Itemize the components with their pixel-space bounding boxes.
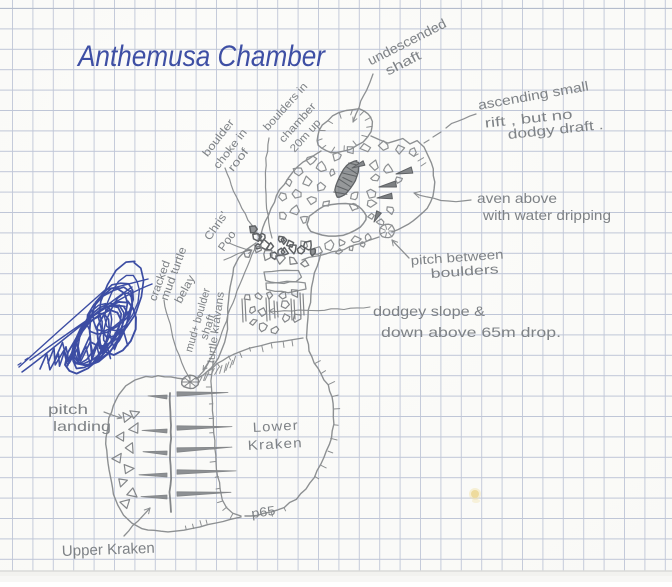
svg-text:p65: p65 [250, 503, 276, 521]
svg-text:dodgey slope &: dodgey slope & [373, 303, 486, 319]
svg-text:with water dripping: with water dripping [482, 207, 611, 223]
svg-text:Kraken: Kraken [247, 435, 303, 453]
svg-text:boulders: boulders [430, 261, 500, 281]
svg-text:Lower: Lower [252, 418, 299, 435]
svg-text:landing: landing [53, 418, 111, 434]
svg-text:pitch: pitch [48, 401, 88, 417]
svg-text:down above 65m drop.: down above 65m drop. [381, 324, 561, 340]
svg-text:pitch between: pitch between [410, 247, 504, 268]
svg-text:Anthemusa Chamber: Anthemusa Chamber [76, 40, 326, 73]
svg-text:Upper Kraken: Upper Kraken [62, 540, 156, 560]
svg-text:aven above: aven above [477, 190, 557, 206]
